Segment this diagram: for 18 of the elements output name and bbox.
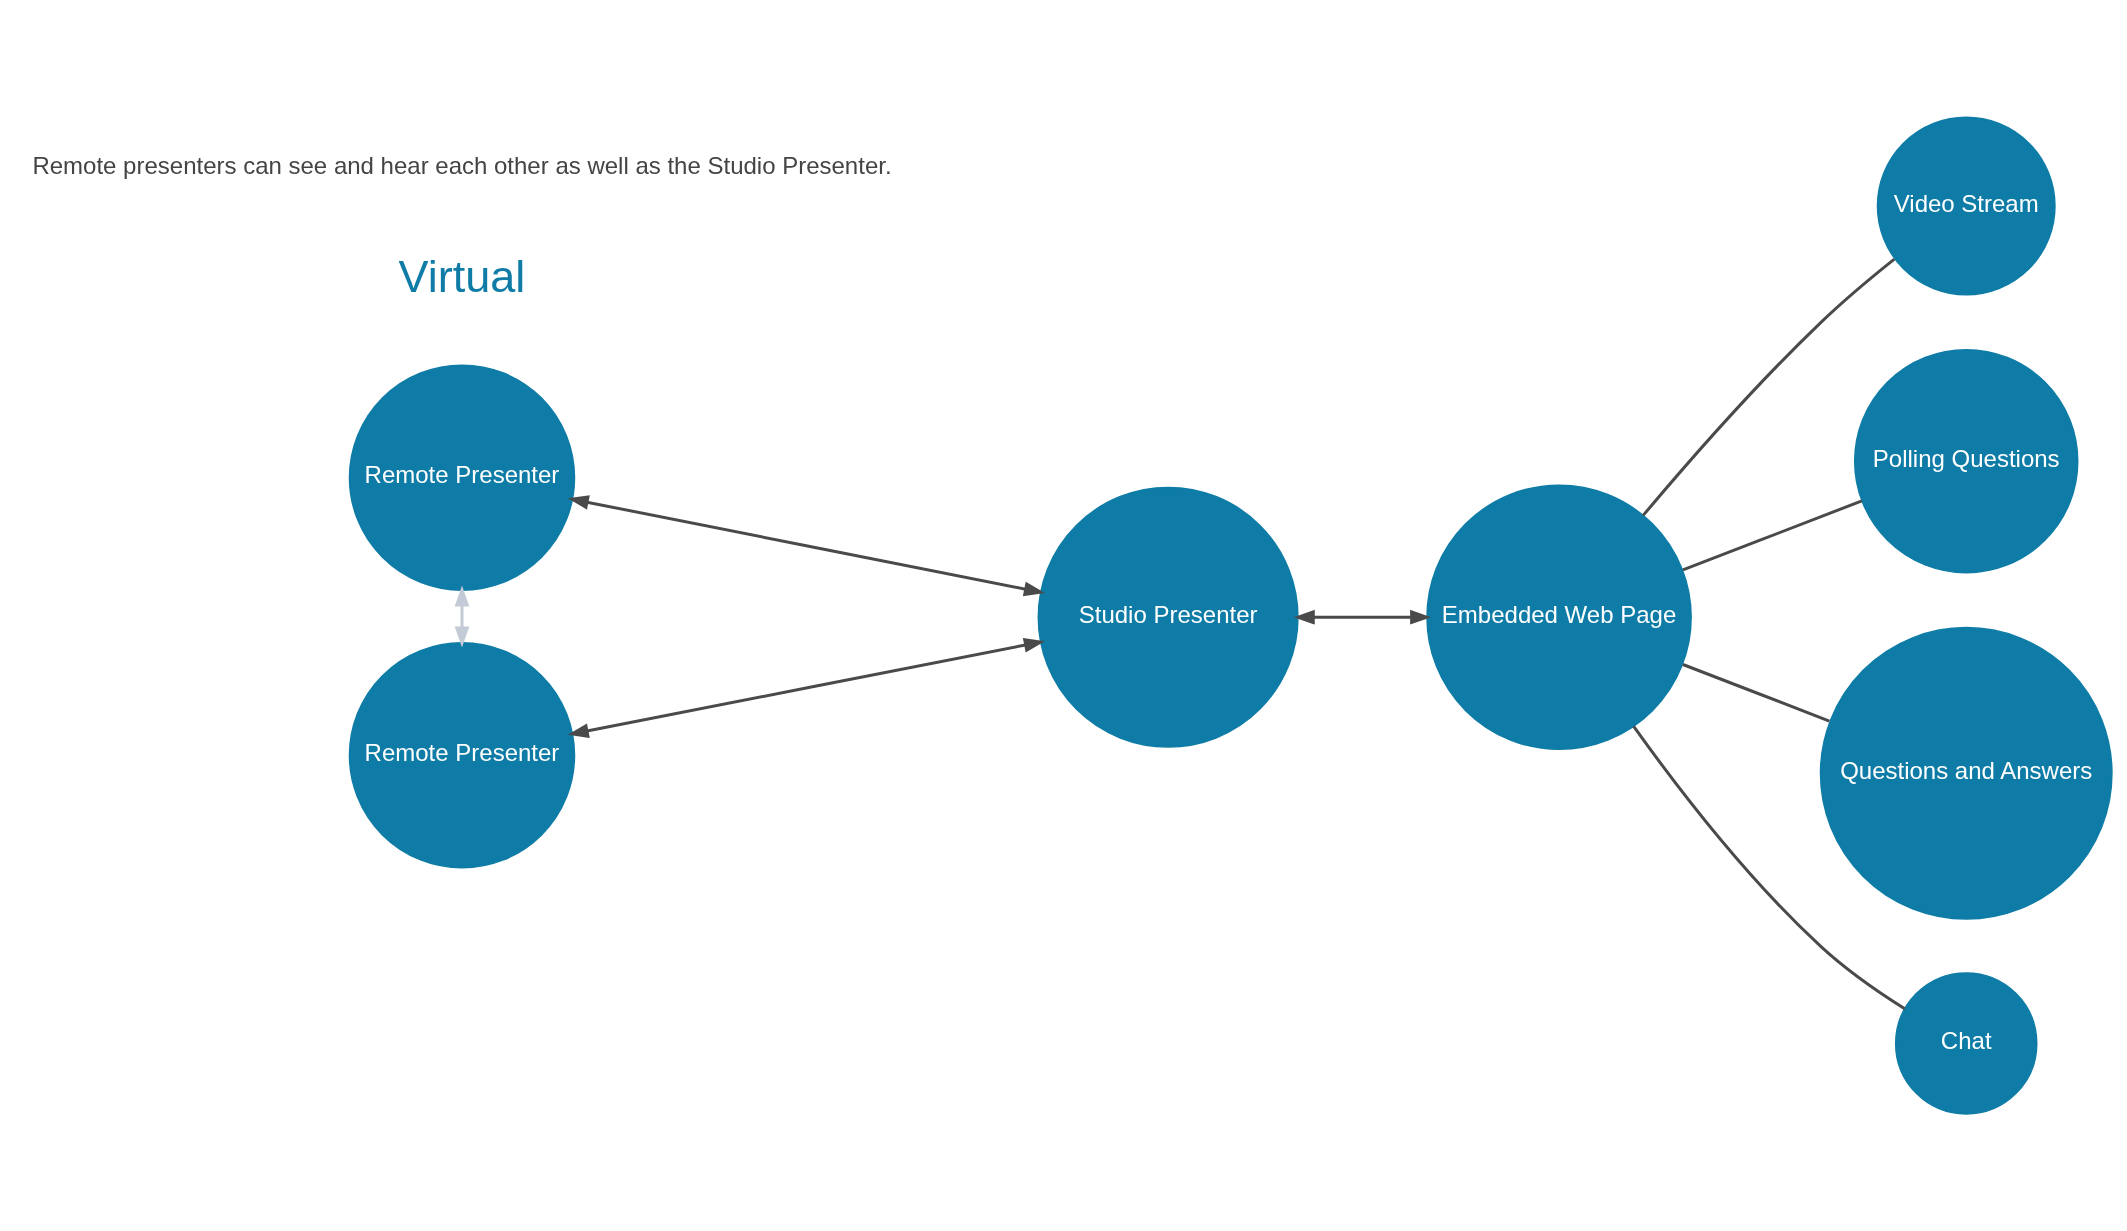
- label: Remote presenters can see and hear each other as well as the Studio Presenter.: [32, 152, 892, 180]
- node-circle: Embedded Web Page: [1426, 484, 1692, 751]
- node-circle: Polling Questions: [1853, 348, 2079, 574]
- node-circle: Studio Presenter: [1037, 486, 1299, 748]
- node-circle: Remote Presenter: [348, 642, 576, 869]
- node-circle: Questions and Answers: [1819, 626, 2113, 920]
- arrow: [454, 585, 470, 648]
- arrow: [567, 495, 1045, 597]
- label: Virtual: [398, 251, 526, 303]
- arrow: [1293, 609, 1432, 625]
- node-circle: Remote Presenter: [348, 364, 576, 591]
- connector: [1682, 663, 1830, 723]
- arrow: [567, 637, 1045, 738]
- connector: [1632, 725, 1906, 1011]
- connector: [1682, 499, 1863, 572]
- node-circle: Chat: [1894, 972, 2038, 1115]
- node-circle: Video Stream: [1876, 116, 2056, 296]
- connector: [1642, 257, 1896, 517]
